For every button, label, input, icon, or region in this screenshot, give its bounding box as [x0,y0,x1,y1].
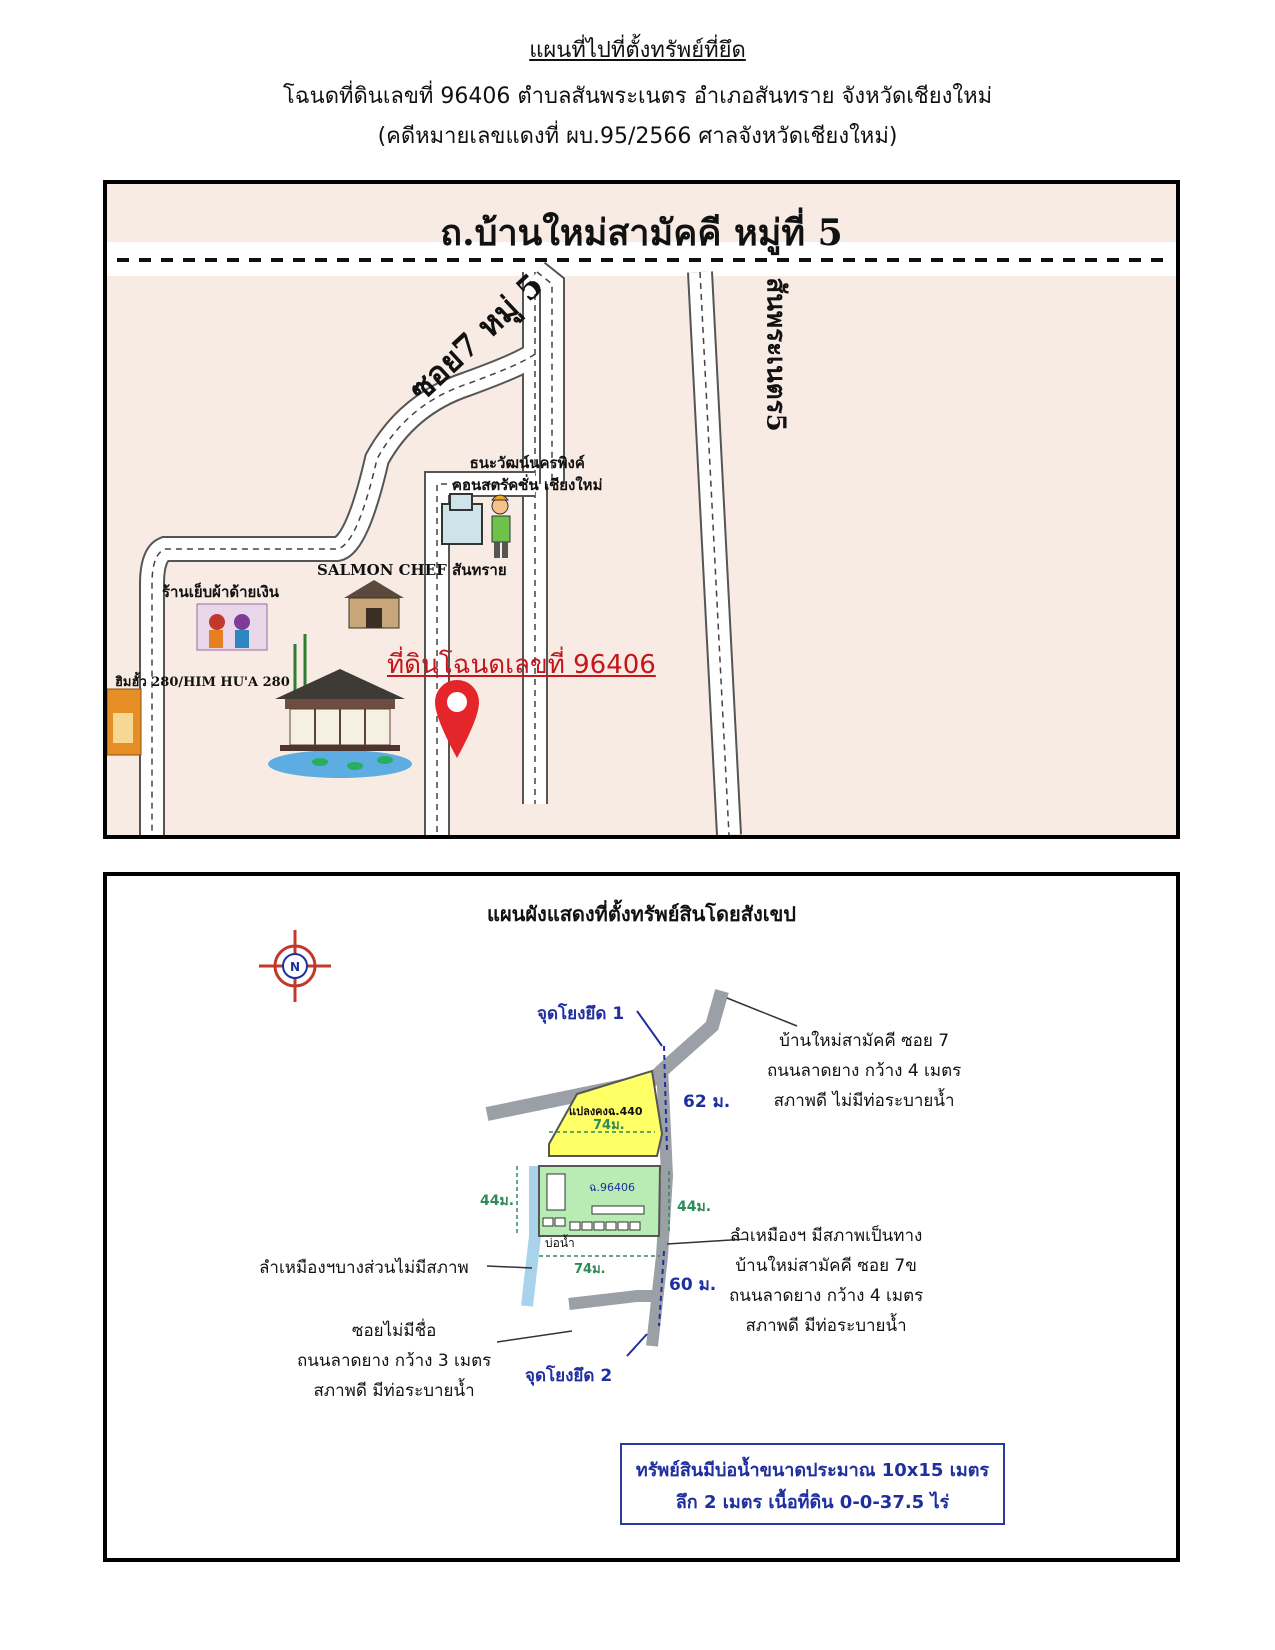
building-1 [546,1173,566,1211]
sanphranet-road [687,271,742,835]
green-parcel-label: ฉ.96406 [589,1181,635,1194]
restaurant-icon [344,580,404,629]
construction-icon [441,493,511,558]
yellow-parcel-label: แปลงคงฉ.440 [569,1105,643,1118]
soi7-road [139,261,565,835]
sanphranet-label: สันพระเนตร5 [760,277,791,432]
yellow-parcel [548,1069,664,1157]
location-map-roads [107,242,1176,835]
sketch-title: แผนผังแสดงที่ตั้งทรัพย์สินโดยสังเขป [487,902,796,926]
callout-arrows [486,997,798,1343]
bottom-road [568,1290,652,1310]
dimension-lines [516,1131,670,1257]
anchor-point-2: จุดโยงยึด 2 [525,1366,613,1386]
deed-line: โฉนดที่ดินเลขที่ 96406 ตำบลสันพระเนตร อำ… [282,84,993,109]
left-ditch [521,1166,541,1307]
tailor-shop-icon [196,603,268,651]
left-ditch-note: ลำเหมืองฯบางส่วนไม่มีสภาพ [259,1258,469,1278]
land-deed-label: ที่ดินโฉนดเลขที่ 96406 [387,650,656,680]
property-note: ทรัพย์สินมีบ่อน้ำขนาดประมาณ 10x15 เมตร ล… [620,1443,1005,1525]
anchor-point-1: จุดโยงยึด 1 [537,1004,625,1024]
right-road [646,1065,674,1347]
distance-74-top: 74ม. [593,1118,625,1133]
top-road-note: บ้านใหม่สามัคคี ซอย 7 ถนนลาดยาง กว้าง 4 … [767,1031,962,1111]
green-parcel [538,1165,662,1237]
building-2 [591,1205,645,1215]
anchor-arrows [626,1010,663,1357]
salmon-chef-label: SALMON CHEF สันทราย [317,561,507,579]
compass-n-label: N [290,960,300,974]
sketch-plan: N [103,872,1180,1562]
compass-icon: N [259,930,331,1002]
distance-44-right: 44ม. [677,1199,712,1215]
distance-44-left: 44ม. [480,1193,515,1209]
distance-lines [658,1045,668,1327]
right-road-note: ลำเหมืองฯ มีสภาพเป็นทาง บ้านใหม่สามัคคี … [729,1226,924,1336]
location-pin-icon [435,680,479,758]
sketch-plan-drawing: N [259,930,798,1357]
main-road-label: ถ.บ้านใหม่สามัคคี หมู่ที่ 5 [440,212,843,254]
construction-label: ธนะวัฒน์นครพิงค์ คอนสตรัคชั่น เชียงใหม่ [452,454,603,494]
him-hua-label: ฮิมฮั้ว 280/HIM HU'A 280 [115,675,290,690]
distance-60: 60 ม. [669,1275,717,1295]
distance-74-bottom: 74ม. [574,1262,606,1277]
tailor-shop-label: ร้านเย็บผ้าด้ายเงิน [162,583,280,601]
location-map: ถ.บ้านใหม่สามัคคี หมู่ที่ 5 ซอย7 หมู่ 5 … [103,180,1180,839]
distance-62: 62 ม. [683,1092,731,1112]
pond-label: บ่อน้ำ [545,1236,575,1250]
shop-icon [107,688,142,756]
bottom-road-note: ซอยไม่มีชื่อ ถนนลาดยาง กว้าง 3 เมตร สภาพ… [297,1321,492,1401]
pavilion-icon [268,634,412,778]
case-line: (คดีหมายเลขแดงที่ ผบ.95/2566 ศาลจังหวัดเ… [377,124,898,149]
page-title: แผนที่ไปที่ตั้งทรัพย์ที่ยึด [529,38,746,63]
